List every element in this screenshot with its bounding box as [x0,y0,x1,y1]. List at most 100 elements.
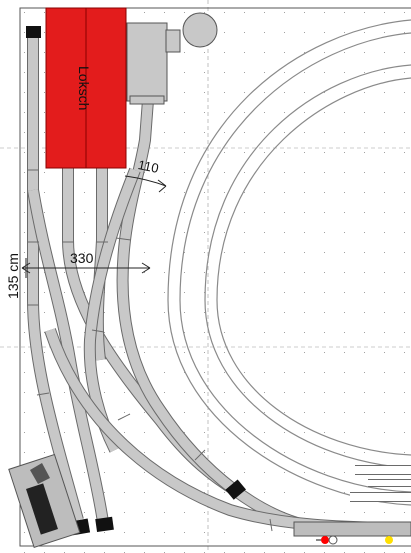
grid-dot [324,112,325,113]
grid-dot [24,252,25,253]
width-label: 330 [70,250,94,266]
grid-dot [44,32,45,33]
grid-dot [384,32,385,33]
grid-dot [224,232,225,233]
grid-dot [44,112,45,113]
grid-dot [364,352,365,353]
grid-dot [264,172,265,173]
track-joints [27,169,273,532]
grid-dot [364,212,365,213]
grid-dot [324,492,325,493]
grid-dot [344,172,345,173]
grid-dot [404,512,405,513]
grid-dot [224,212,225,213]
grid-dot [44,212,45,213]
grid-dot [184,432,185,433]
grid-dot [304,112,305,113]
grid-dot [84,372,85,373]
grid-dot [144,412,145,413]
grid-dot [164,372,165,373]
grid-dot [144,292,145,293]
grid-dot [304,412,305,413]
grid-dot [404,172,405,173]
grid-dot [284,472,285,473]
grid-dot [324,12,325,13]
grid-dot [144,512,145,513]
grid-dot [24,32,25,33]
grid-dot [264,32,265,33]
grid-dot [304,392,305,393]
grid-dot [44,312,45,313]
grid-dot [224,332,225,333]
grid-dot [284,372,285,373]
grid-dot [244,392,245,393]
grid-dot [244,152,245,153]
signal-yellow [385,536,393,544]
grid-dot [364,312,365,313]
grid-dot [144,272,145,273]
grid-dot [44,52,45,53]
grid-dot [124,492,125,493]
grid-dot [184,112,185,113]
grid-dot [64,432,65,433]
grid-dot [44,152,45,153]
grid-dot [44,72,45,73]
grid-dot [124,512,125,513]
grid-dot [384,372,385,373]
grid-dot [164,332,165,333]
grid-dot [184,392,185,393]
grid-dot [164,492,165,493]
grid-dot [144,232,145,233]
grid-dot [404,272,405,273]
grid-dot [184,412,185,413]
grid-dot [124,352,125,353]
height-label: 135 cm [4,253,21,299]
grid-dot [344,492,345,493]
loop-track-2 [179,32,411,493]
grid-dot [204,352,205,353]
grid-dot [244,352,245,353]
grid-dot [344,472,345,473]
grid-dot [24,332,25,333]
grid-dot [384,212,385,213]
grid-dot [284,172,285,173]
grid-dot [344,72,345,73]
grid-dot [284,412,285,413]
grid-dot [364,372,365,373]
grid-dot [404,312,405,313]
grid-dot [104,472,105,473]
grid-dot [384,392,385,393]
grid-dot [384,12,385,13]
grid-dot [224,292,225,293]
grid-dot [164,352,165,353]
grid-dot [344,192,345,193]
grid-dot [344,12,345,13]
grid-dot [204,92,205,93]
dimension-lines [21,175,167,278]
grid-dot [304,232,305,233]
grid-dot [244,52,245,53]
grid-dot [184,232,185,233]
grid-dot [324,92,325,93]
grid-dot [204,252,205,253]
grid-dot [204,312,205,313]
grid-dot [304,352,305,353]
grid-dot [24,152,25,153]
grid-dot [44,172,45,173]
grid-dot [244,212,245,213]
grid-dot [364,412,365,413]
grid-dot [404,292,405,293]
grid-dot [284,112,285,113]
grid-dot [184,252,185,253]
grid-dot [304,32,305,33]
grid-dot [364,172,365,173]
grid-dot [324,272,325,273]
grid-dot [304,92,305,93]
grid-dot [404,252,405,253]
grid-dot [144,172,145,173]
grid-dot [304,272,305,273]
grid-dot [364,252,365,253]
grid-dot [344,292,345,293]
grid-dot [184,312,185,313]
grid-dot [164,12,165,13]
